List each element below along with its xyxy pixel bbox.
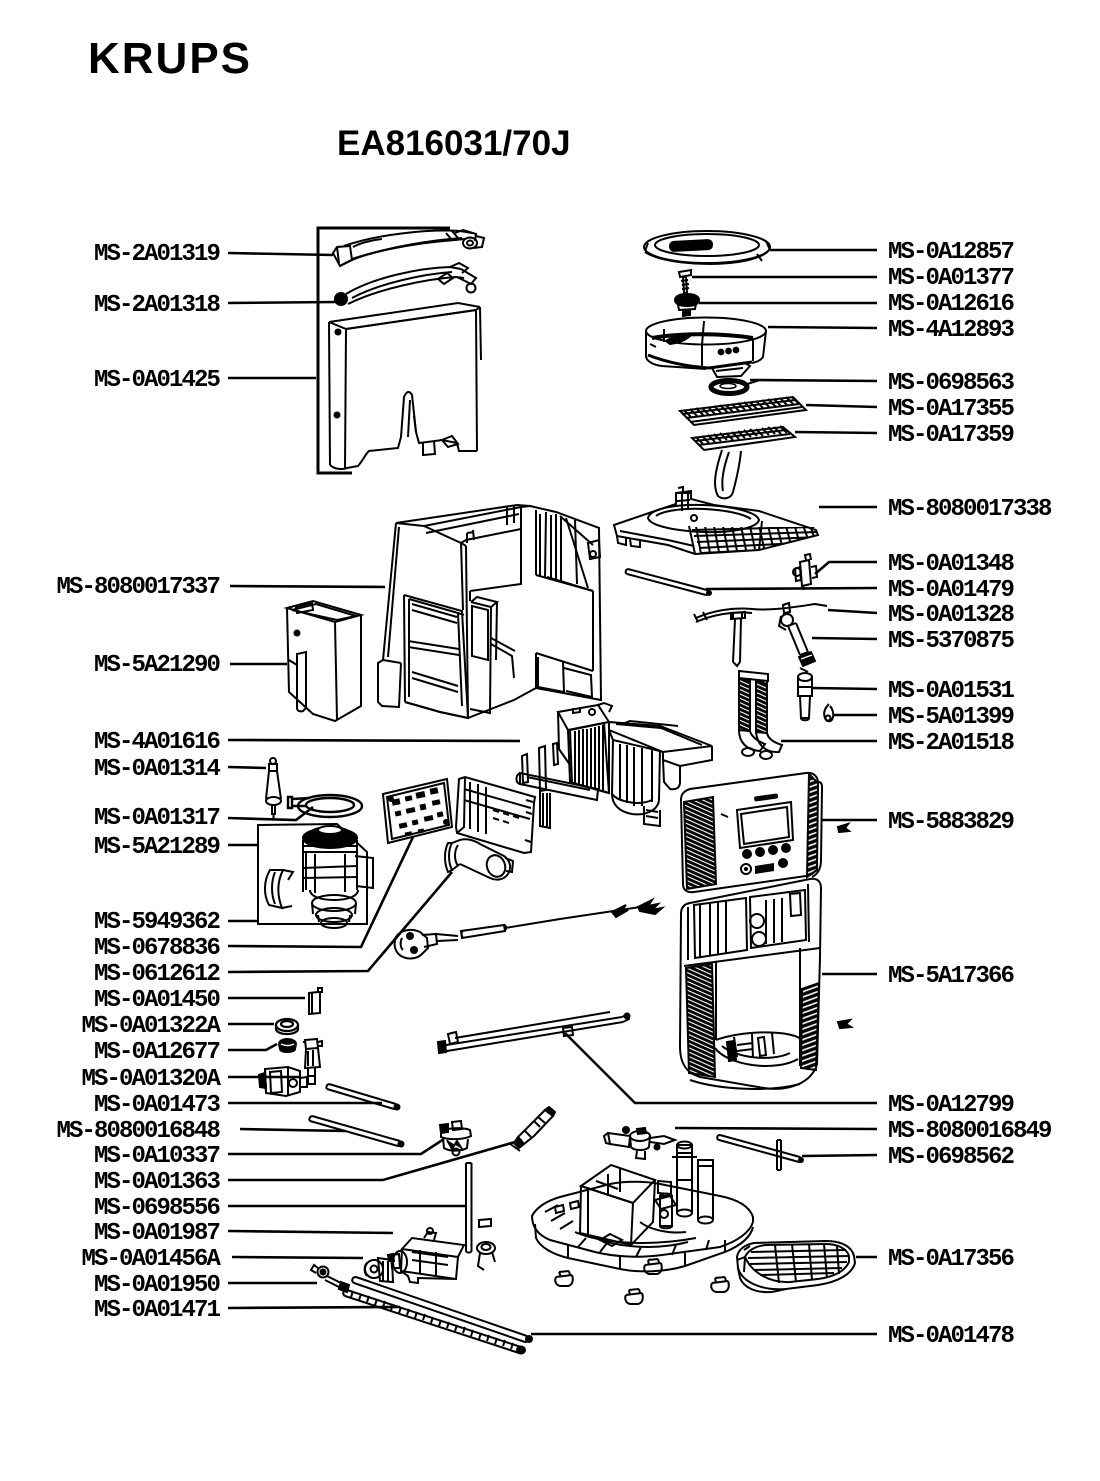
svg-text:MS-0A01425: MS-0A01425: [94, 367, 221, 394]
svg-text:EA816031/70J: EA816031/70J: [337, 124, 571, 163]
svg-text:MS-0A01317: MS-0A01317: [94, 805, 220, 832]
svg-text:KRUPS: KRUPS: [88, 34, 252, 83]
svg-text:MS-0A01450: MS-0A01450: [94, 987, 221, 1014]
svg-text:MS-0698562: MS-0698562: [888, 1144, 1014, 1171]
svg-text:MS-0A01363: MS-0A01363: [94, 1169, 221, 1196]
svg-text:MS-0A17356: MS-0A17356: [888, 1246, 1015, 1273]
svg-text:MS-0A10337: MS-0A10337: [94, 1143, 220, 1170]
svg-text:MS-0A01531: MS-0A01531: [888, 678, 1015, 705]
svg-text:MS-8080017337: MS-8080017337: [56, 574, 219, 601]
svg-text:MS-0A01950: MS-0A01950: [94, 1272, 221, 1299]
svg-text:MS-0A01478: MS-0A01478: [888, 1323, 1015, 1350]
svg-text:MS-0A01314: MS-0A01314: [94, 756, 221, 783]
svg-text:MS-5370875: MS-5370875: [888, 628, 1015, 655]
svg-text:MS-0A17359: MS-0A17359: [888, 422, 1014, 449]
svg-text:MS-0A01471: MS-0A01471: [94, 1297, 221, 1324]
svg-text:MS-0A12857: MS-0A12857: [888, 239, 1014, 266]
svg-text:MS-8080016848: MS-8080016848: [56, 1118, 220, 1145]
svg-text:MS-0A01322A: MS-0A01322A: [81, 1013, 221, 1040]
svg-text:MS-0A12677: MS-0A12677: [94, 1039, 220, 1066]
svg-text:MS-0A01348: MS-0A01348: [888, 551, 1015, 578]
svg-text:MS-5A21289: MS-5A21289: [94, 834, 220, 861]
svg-text:MS-8080017338: MS-8080017338: [888, 496, 1052, 523]
svg-text:MS-4A12893: MS-4A12893: [888, 317, 1015, 344]
svg-text:MS-0A01377: MS-0A01377: [888, 265, 1014, 292]
svg-text:MS-0698556: MS-0698556: [94, 1195, 221, 1222]
svg-text:MS-0A17355: MS-0A17355: [888, 396, 1015, 423]
svg-text:MS-0A01987: MS-0A01987: [94, 1220, 220, 1247]
svg-text:MS-0A01320A: MS-0A01320A: [81, 1066, 221, 1093]
svg-text:MS-0A01473: MS-0A01473: [94, 1092, 221, 1119]
svg-text:MS-5A01399: MS-5A01399: [888, 704, 1014, 731]
svg-text:MS-0A12616: MS-0A12616: [888, 291, 1015, 318]
svg-text:MS-0A01456A: MS-0A01456A: [81, 1246, 221, 1273]
svg-text:MS-0612612: MS-0612612: [94, 961, 220, 988]
svg-text:MS-8080016849: MS-8080016849: [888, 1118, 1051, 1145]
svg-text:MS-5A17366: MS-5A17366: [888, 963, 1015, 990]
svg-text:MS-0678836: MS-0678836: [94, 935, 221, 962]
svg-text:MS-2A01518: MS-2A01518: [888, 730, 1015, 757]
svg-text:MS-0A01479: MS-0A01479: [888, 577, 1014, 604]
svg-text:MS-4A01616: MS-4A01616: [94, 729, 221, 756]
svg-text:MS-5949362: MS-5949362: [94, 909, 220, 936]
svg-text:MS-2A01318: MS-2A01318: [94, 292, 221, 319]
svg-text:MS-0A12799: MS-0A12799: [888, 1092, 1014, 1119]
svg-text:MS-0698563: MS-0698563: [888, 370, 1015, 397]
svg-text:MS-5A21290: MS-5A21290: [94, 652, 221, 679]
svg-text:MS-5883829: MS-5883829: [888, 809, 1014, 836]
svg-text:MS-0A01328: MS-0A01328: [888, 602, 1015, 629]
svg-text:MS-2A01319: MS-2A01319: [94, 241, 220, 268]
